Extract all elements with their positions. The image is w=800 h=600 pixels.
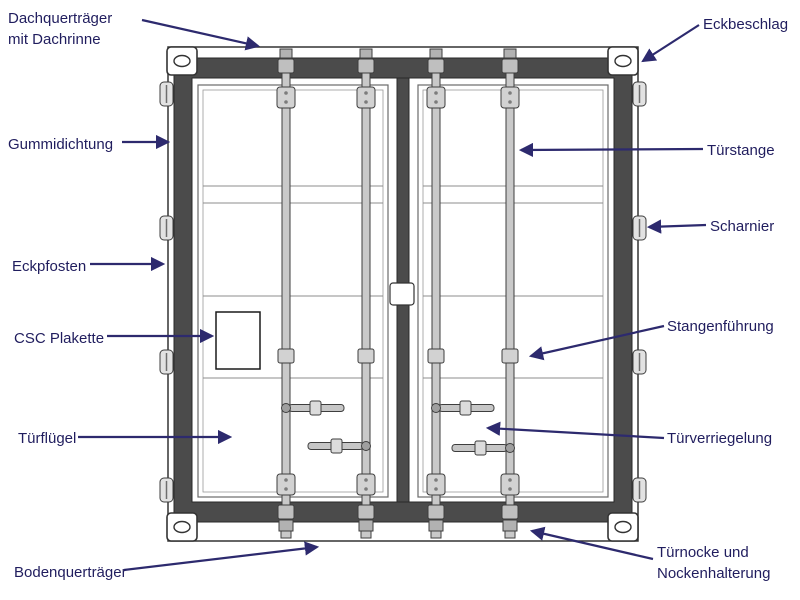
arrow-bodenquertraeger [123,541,320,572]
label-csc-plakette: CSC Plakette [14,328,104,349]
label-line: Türnocke und [657,544,749,561]
hinge [159,81,174,107]
label-line: Nockenhalterung [657,565,771,582]
arrow-eckbeschlag [641,24,700,63]
label-eckbeschlag: Eckbeschlag [703,14,788,35]
corner-casting [166,46,198,76]
label-line: Türflügel [18,430,77,447]
label-line: Gummidichtung [8,136,114,153]
hinge [159,477,174,503]
arrow-tuerstange [518,142,704,158]
label-gummidichtung: Gummidichtung [8,134,113,155]
arrow-tuerverriegelung [485,421,665,440]
hinge [632,349,647,375]
hinge [632,215,647,241]
label-line: Dachquerträger [8,10,113,27]
label-line: Türstange [707,142,775,159]
arrow-scharnier [646,219,707,234]
csc-plate [215,311,261,370]
hinge [632,81,647,107]
label-line: Türverriegelung [667,430,773,447]
corner-casting [166,512,198,542]
center-latch [389,282,415,306]
label-tuerverriegelung: Türverriegelung [667,428,772,449]
label-scharnier: Scharnier [710,216,774,237]
hinge [159,215,174,241]
arrow-dachquertraeger [141,18,261,51]
label-dachquertraeger: Dachquerträger mit Dachrinne [8,8,112,50]
corner-casting [607,512,639,542]
hinge [632,477,647,503]
label-line: CSC Plakette [14,330,105,347]
label-line: Stangenführung [667,318,774,335]
label-bodenquertraeger: Bodenquerträger [14,562,127,583]
arrow-stangenfuehrung [528,324,665,361]
label-eckpfosten: Eckpfosten [12,256,86,277]
label-line: mit Dachrinne [8,31,101,48]
corner-casting [607,46,639,76]
label-line: Scharnier [710,218,775,235]
label-line: Bodenquerträger [14,564,127,581]
arrow-tuernocke [529,526,654,561]
label-tuerstange: Türstange [707,140,775,161]
door-leaf-left [197,84,389,498]
hinge [159,349,174,375]
label-stangenfuehrung: Stangenführung [667,316,774,337]
label-tuernocke: Türnocke und Nockenhalterung [657,542,770,584]
label-tuerfluegel: Türflügel [18,428,76,449]
label-line: Eckpfosten [12,258,87,275]
label-line: Eckbeschlag [703,16,789,33]
